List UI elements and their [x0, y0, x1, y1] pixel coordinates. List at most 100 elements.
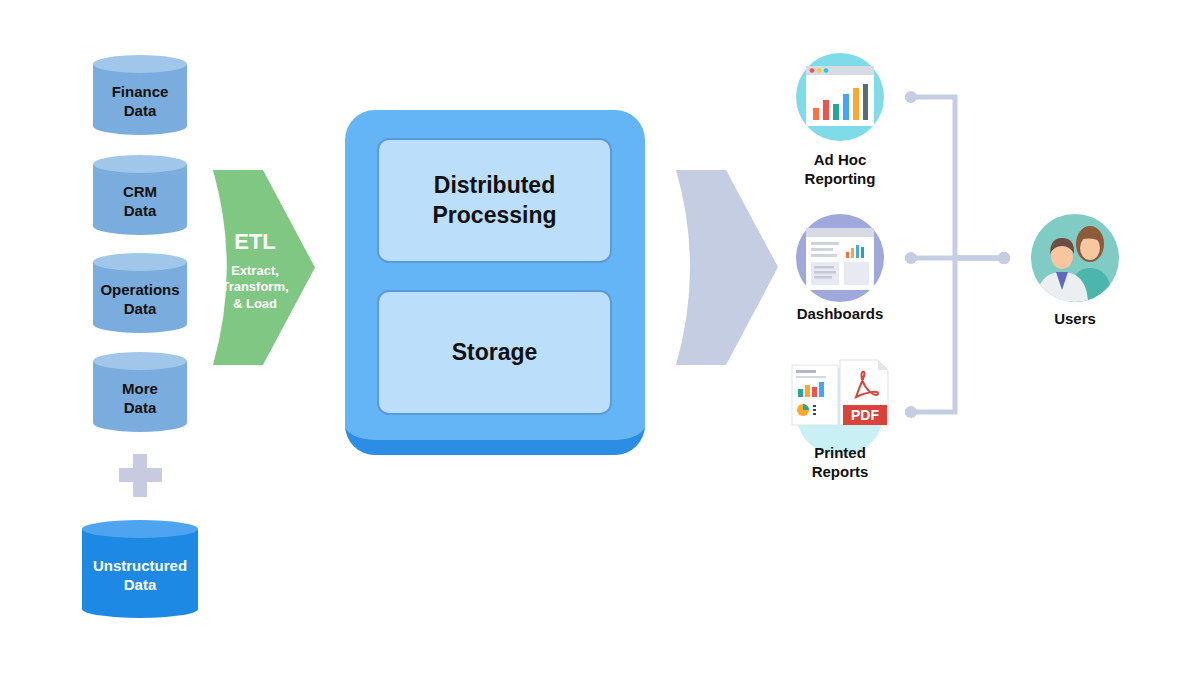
pdf-badge — [843, 405, 887, 425]
node-label: ETL — [234, 228, 276, 256]
output-icon: Ad Hoc Reporting — [775, 53, 905, 188]
connector-dot — [905, 406, 917, 418]
text-holder: Storage — [379, 292, 610, 413]
node-sublabel: Extract, Transform, & Load — [216, 263, 294, 313]
panel — [811, 262, 839, 285]
cylinder-top — [93, 352, 187, 370]
chart-bar — [856, 245, 859, 258]
database-cylinder: Finance Data — [93, 55, 187, 135]
window-icon — [806, 66, 874, 126]
window-dot — [817, 68, 822, 73]
person-hair — [1076, 226, 1104, 262]
plus-symbol — [133, 454, 147, 497]
text-holder: Printed Reports — [775, 443, 905, 481]
text-line — [811, 248, 833, 251]
node-label: Unstructured Data — [93, 556, 187, 594]
node-label: Ad Hoc Reporting — [795, 150, 885, 188]
output-icon: Dashboards — [775, 214, 905, 329]
node-label: Dashboards — [797, 304, 884, 323]
window-dot — [824, 68, 829, 73]
text-line — [814, 276, 832, 279]
pdf-sheet — [840, 360, 888, 425]
text-holder: Operations Data — [93, 253, 187, 333]
cylinder-top — [82, 520, 198, 538]
chart-bar — [833, 104, 839, 120]
connector-dot — [998, 252, 1010, 264]
node-label: Finance Data — [112, 82, 169, 120]
text-line — [814, 266, 834, 269]
process-box: Distributed Processing — [377, 138, 612, 263]
database-cylinder: Operations Data — [93, 253, 187, 333]
connector-line — [905, 256, 1010, 261]
text-holder: Finance Data — [93, 55, 187, 135]
database-cylinder: CRM Data — [93, 155, 187, 235]
chart-bar — [823, 100, 829, 120]
legend-dot — [813, 413, 816, 415]
pdf-label: PDF — [843, 405, 887, 425]
text-holder: Users — [1010, 309, 1140, 328]
connector-line — [905, 258, 1010, 412]
window-bar — [806, 66, 874, 75]
users-icon: Users — [1010, 214, 1140, 329]
icon-circle — [796, 214, 884, 302]
process-box: Storage — [377, 290, 612, 415]
platform-container: Distributed ProcessingStorage — [345, 110, 645, 455]
chart-bar — [805, 385, 810, 397]
person-body — [1036, 272, 1088, 305]
output-icon: Printed Reports — [775, 368, 905, 483]
report-sheet — [792, 365, 838, 425]
text-line — [796, 370, 816, 373]
text-holder: More Data — [93, 352, 187, 432]
window-bar — [806, 228, 874, 237]
cylinder-body — [93, 64, 187, 135]
text-holder: Unstructured Data — [82, 520, 198, 618]
flow-arrow — [676, 170, 778, 365]
chart-bar — [846, 252, 849, 258]
chart-bar — [812, 387, 817, 397]
text-holder: Distributed Processing — [379, 140, 610, 261]
chart-bar — [813, 108, 819, 120]
pie-chart — [797, 404, 809, 416]
text-holder: Dashboards — [775, 304, 905, 323]
node-label: Distributed Processing — [395, 171, 595, 230]
chart-bar — [863, 84, 868, 120]
process-arrow: ETL Extract, Transform, & Load — [213, 170, 315, 365]
connector-dot — [905, 91, 917, 103]
text-holder: ETL Extract, Transform, & Load — [213, 170, 315, 365]
cylinder-top — [93, 55, 187, 73]
connector-dot — [998, 252, 1010, 264]
connector-dot — [905, 252, 917, 264]
database-cylinder: More Data — [93, 352, 187, 432]
node-label: More Data — [122, 379, 158, 417]
text-line — [811, 254, 837, 257]
node-label: CRM Data — [123, 182, 157, 220]
cylinder-body — [93, 164, 187, 235]
person-hair — [1078, 233, 1102, 242]
legend-dot — [813, 405, 816, 407]
window-icon — [806, 228, 874, 290]
person-tie — [1056, 272, 1068, 290]
text-holder: Ad Hoc Reporting — [775, 150, 905, 188]
chart-bar — [861, 247, 864, 258]
pdf-symbol — [856, 372, 878, 397]
connector-line — [905, 97, 1010, 258]
chart-bar — [819, 382, 824, 397]
text-line — [811, 242, 839, 245]
panel — [844, 262, 869, 285]
pie-slice — [803, 404, 809, 410]
database-cylinder: Unstructured Data — [82, 520, 198, 618]
window-dot — [810, 68, 815, 73]
text-line — [796, 376, 826, 378]
cylinder-body — [93, 262, 187, 333]
icon-circle — [796, 53, 884, 141]
chart-bar — [853, 88, 859, 120]
node-label: Printed Reports — [795, 443, 885, 481]
node-label: Storage — [452, 338, 538, 367]
person-hair — [1050, 238, 1074, 254]
chart-bar — [851, 248, 854, 258]
cylinder-top — [93, 155, 187, 173]
arrow-body — [213, 170, 315, 365]
